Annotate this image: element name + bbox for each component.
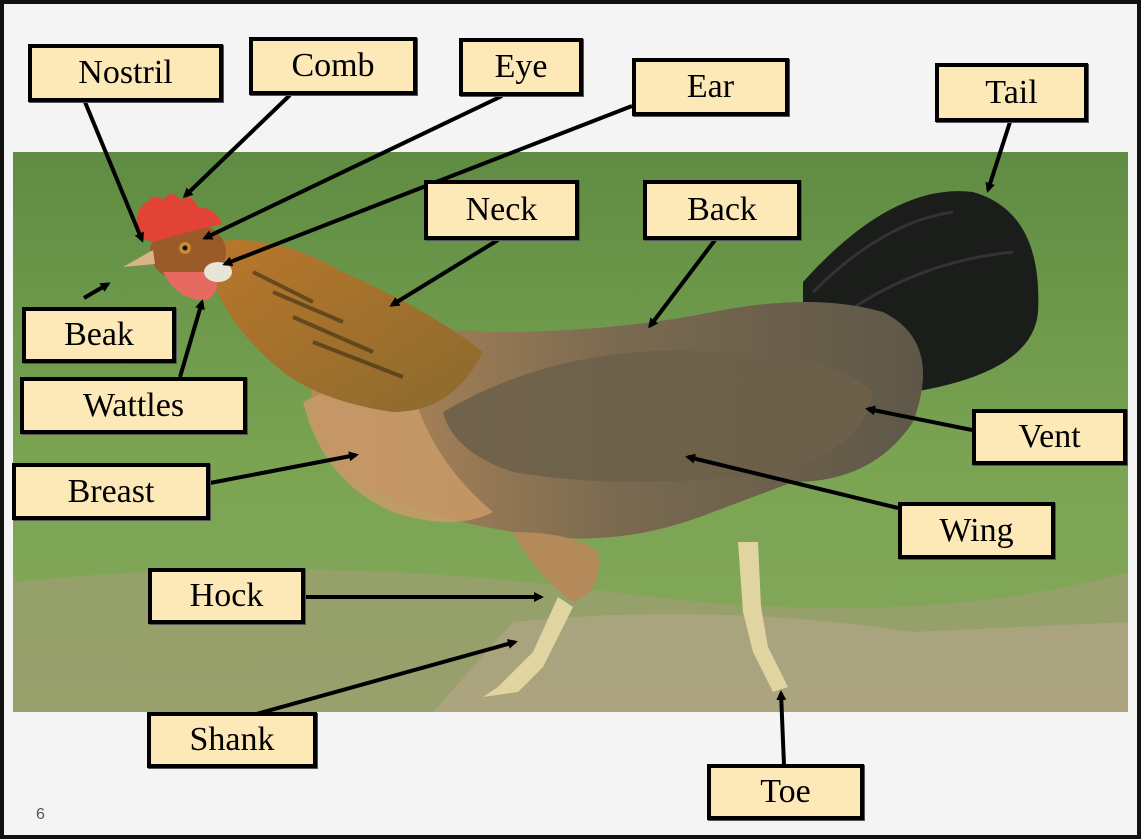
label-comb: Comb (249, 37, 417, 95)
label-hock: Hock (148, 568, 305, 624)
page-number: 6 (36, 806, 45, 824)
label-wattles: Wattles (20, 377, 247, 434)
label-breast: Breast (12, 463, 210, 520)
label-beak: Beak (22, 307, 176, 363)
label-ear: Ear (632, 58, 789, 116)
label-toe: Toe (707, 764, 864, 820)
label-vent: Vent (972, 409, 1127, 465)
ear-lobe (204, 262, 232, 282)
label-neck: Neck (424, 180, 579, 240)
label-eye: Eye (459, 38, 583, 96)
label-back: Back (643, 180, 801, 240)
label-tail: Tail (935, 63, 1088, 122)
label-nostril: Nostril (28, 44, 223, 102)
label-wing: Wing (898, 502, 1055, 559)
label-shank: Shank (147, 712, 317, 768)
